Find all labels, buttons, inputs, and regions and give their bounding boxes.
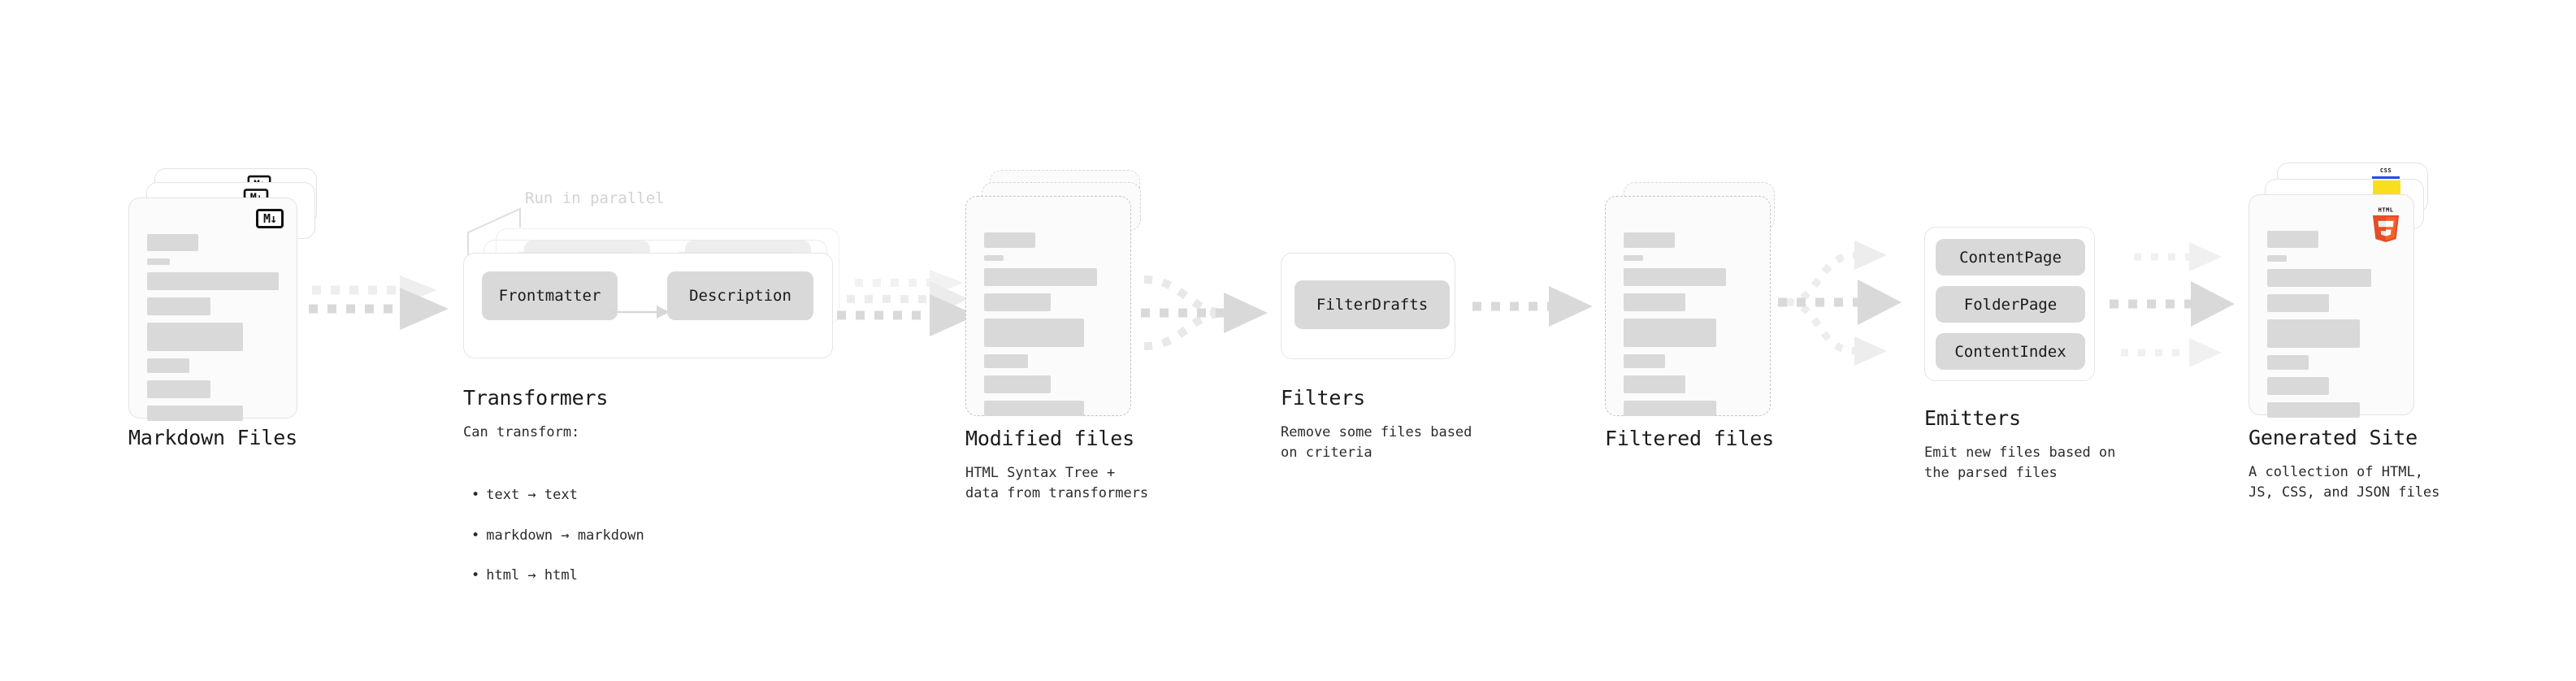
arrow-modified-to-filters <box>1141 275 1268 350</box>
emitter-pill-contentindex[interactable]: ContentIndex <box>1936 333 2085 370</box>
emitters-subtitle: Emit new files based on the parsed files <box>1924 445 2116 481</box>
run-in-parallel-bracket <box>467 207 521 258</box>
transformer-bullet-html: html → html <box>463 566 644 586</box>
arrow-markdown-to-transformers <box>309 275 449 330</box>
emitters-box: ContentPage FolderPage ContentIndex <box>1924 227 2095 381</box>
modified-files-title: Modified files <box>965 427 1134 450</box>
css-badge: CSS <box>2372 166 2400 180</box>
transformers-bullets: text → text markdown → markdown html → h… <box>463 445 644 626</box>
svg-text:HTML: HTML <box>2378 206 2393 213</box>
arrow-filtered-to-emitters <box>1778 241 1902 366</box>
modified-files-subtitle: HTML Syntax Tree + data from transformer… <box>965 465 1149 501</box>
site-file-card-front: HTML <box>2249 194 2414 418</box>
transformer-pill-description[interactable]: Description <box>667 271 813 320</box>
filter-pill-filterdrafts[interactable]: FilterDrafts <box>1295 280 1450 329</box>
transformer-bullet-text: text → text <box>463 485 644 505</box>
filtered-skeleton-bars <box>1624 232 1752 423</box>
markdown-file-card-front: M↓ <box>128 197 297 421</box>
filtered-files-title: Filtered files <box>1605 427 1774 450</box>
arrow-filters-to-filtered <box>1472 286 1593 327</box>
markdown-skeleton-bars <box>147 234 279 428</box>
modified-skeleton-bars <box>984 232 1112 423</box>
arrow-emitters-to-site <box>2110 242 2235 367</box>
transformers-title: Transformers <box>463 386 609 410</box>
transformer-bullet-markdown: markdown → markdown <box>463 526 644 546</box>
emitter-pill-contentpage[interactable]: ContentPage <box>1936 239 2085 275</box>
transformer-pill-frontmatter[interactable]: Frontmatter <box>482 271 618 320</box>
markdown-badge-front: M↓ <box>256 209 284 228</box>
markdown-files-title: Markdown Files <box>128 426 297 449</box>
run-in-parallel-label: Run in parallel <box>525 189 665 207</box>
filtered-file-card-front <box>1605 196 1771 416</box>
generated-site-title: Generated Site <box>2249 426 2418 449</box>
generated-site-subtitle: A collection of HTML, JS, CSS, and JSON … <box>2249 464 2440 501</box>
transformers-subtitle: Can transform: <box>463 424 580 440</box>
arrow-transformers-to-modified <box>837 270 977 336</box>
filters-subtitle: Remove some files based on criteria <box>1281 424 1472 461</box>
modified-file-card-front <box>965 196 1131 416</box>
site-skeleton-bars <box>2267 231 2396 425</box>
filters-title: Filters <box>1281 386 1365 410</box>
transformer-inner-arrow <box>611 306 670 319</box>
transformers-box: Frontmatter Description <box>463 253 833 358</box>
filters-box: FilterDrafts <box>1281 253 1455 359</box>
emitter-pill-folderpage[interactable]: FolderPage <box>1936 286 2085 323</box>
emitters-title: Emitters <box>1924 406 2021 430</box>
js-badge <box>2373 180 2400 195</box>
html5-badge: HTML <box>2372 206 2400 242</box>
